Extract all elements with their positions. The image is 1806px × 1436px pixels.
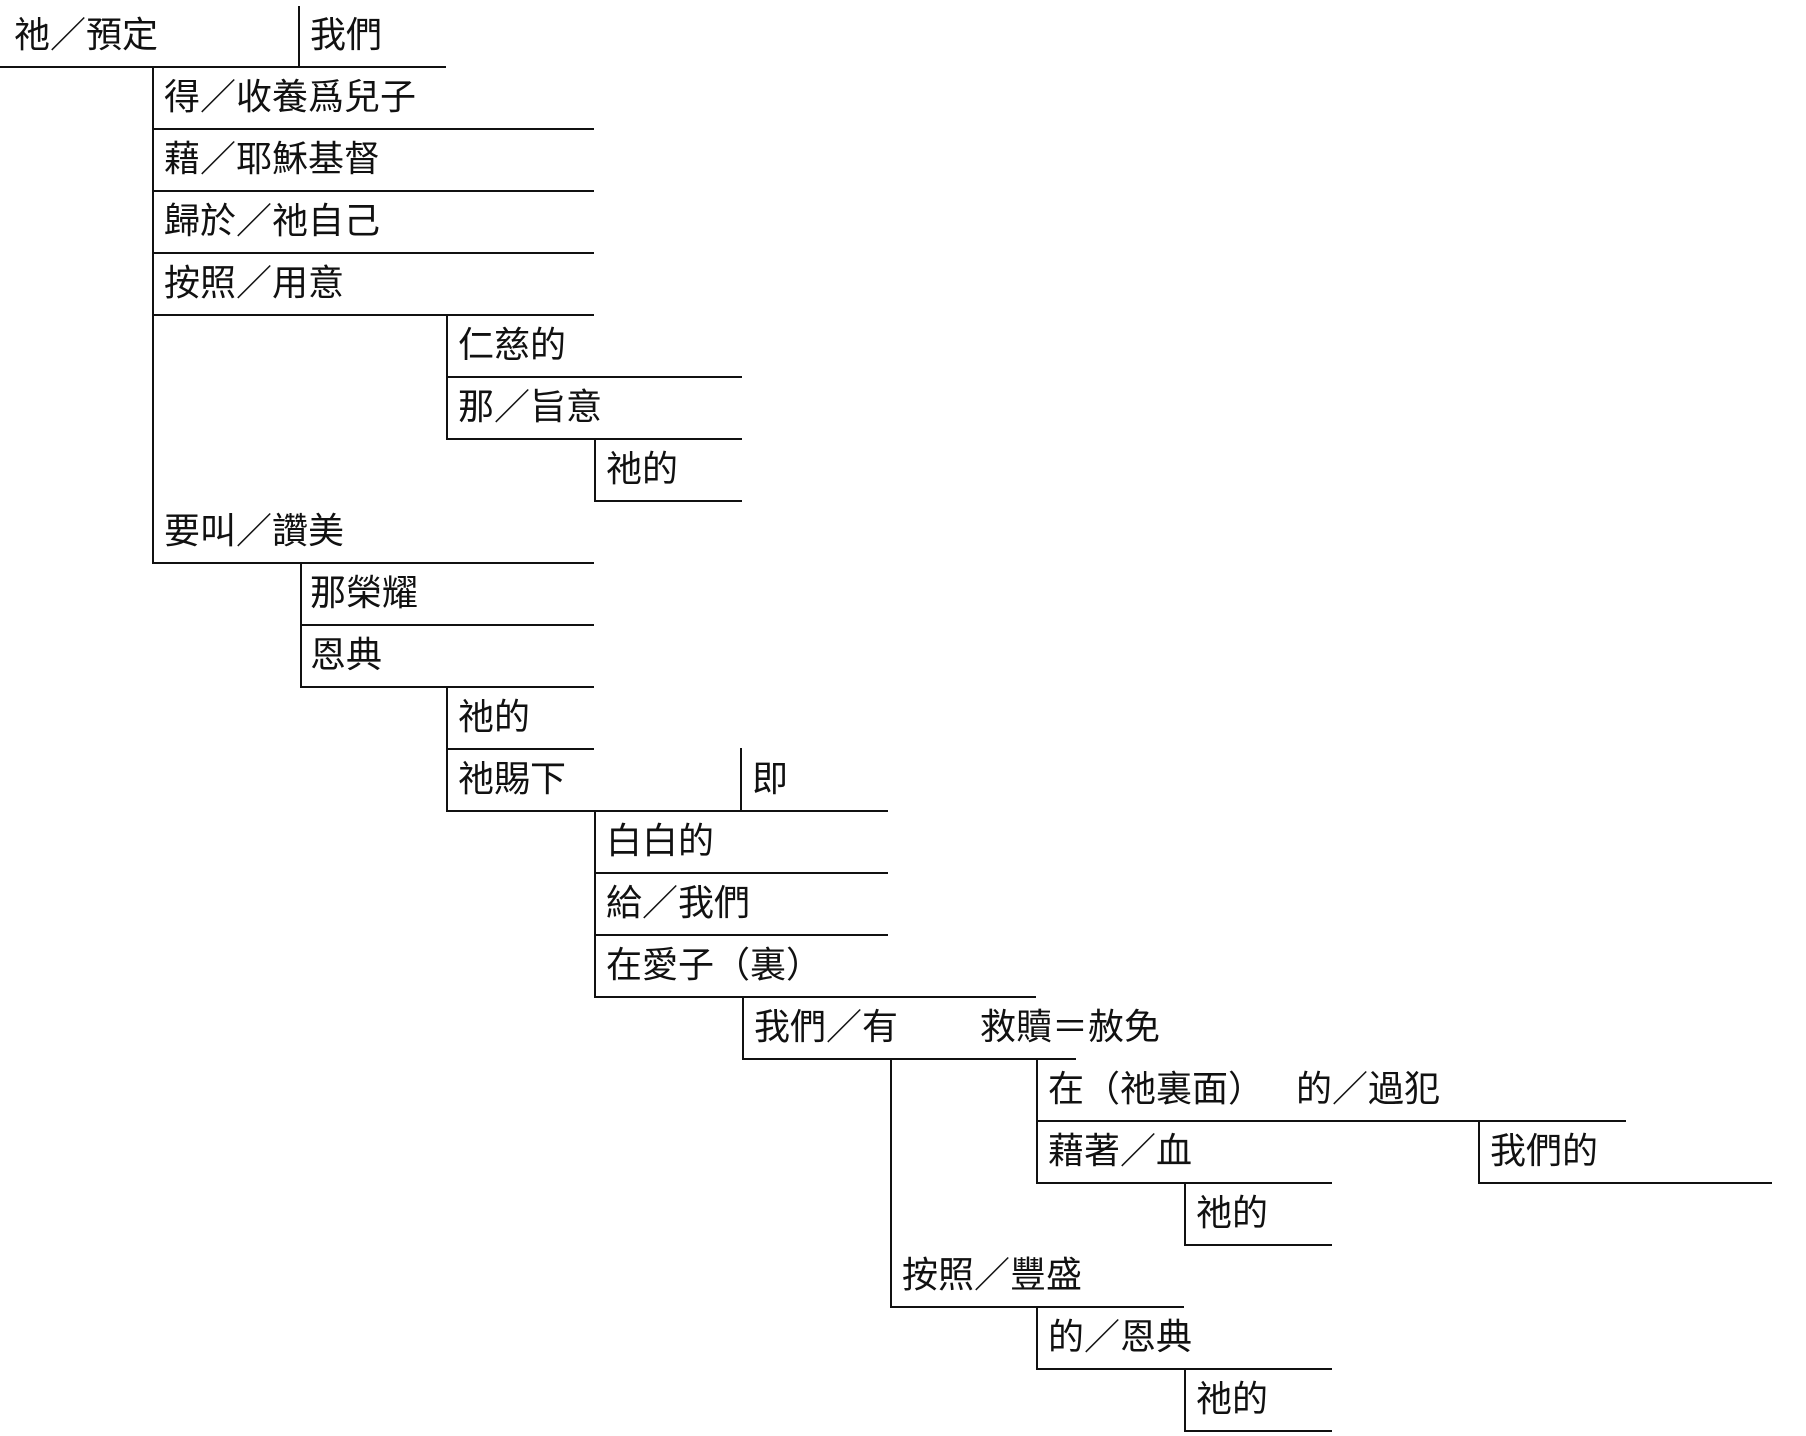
line-r1 <box>152 128 594 130</box>
connector-trespasses <box>1478 1120 1480 1182</box>
label-according-to-riches: 按照／豐盛 <box>902 1255 1083 1296</box>
label-to-the-praise: 要叫／讚美 <box>164 511 345 552</box>
connector-will <box>594 438 596 500</box>
connector-redemption <box>1036 1058 1038 1182</box>
label-grace-1: 恩典 <box>310 635 383 676</box>
connector-we-have <box>890 1058 892 1306</box>
line-r12 <box>446 810 888 812</box>
label-in-him: 在（祂裏面） <box>1048 1069 1265 1110</box>
connector-praise <box>300 562 302 686</box>
label-that-glory: 那榮耀 <box>310 573 419 614</box>
label-through-blood: 藉著／血 <box>1048 1131 1193 1172</box>
label-his-1: 祂的 <box>606 449 679 490</box>
connector-beloved <box>742 996 744 1058</box>
label-namely: 即 <box>752 759 789 800</box>
line-r15 <box>594 996 1036 998</box>
line-r19 <box>1184 1244 1332 1246</box>
label-his-3: 祂的 <box>1196 1193 1269 1234</box>
label-his-2: 祂的 <box>458 697 531 738</box>
line-r3 <box>152 252 594 254</box>
line-r9 <box>300 624 594 626</box>
label-his-4: 祂的 <box>1196 1379 1269 1420</box>
connector-main <box>152 66 154 562</box>
label-according-to-purpose: 按照／用意 <box>164 263 345 304</box>
line-r2 <box>152 190 594 192</box>
line-r4 <box>152 314 594 316</box>
connector-purpose <box>446 314 448 438</box>
line-r11 <box>446 748 594 750</box>
line-r22 <box>1184 1430 1332 1432</box>
label-in-the-beloved: 在愛子（裏） <box>606 945 823 986</box>
label-on-us: 給／我們 <box>606 883 751 924</box>
connector-blood <box>1184 1182 1186 1244</box>
line-r8 <box>152 562 594 564</box>
label-us: 我們 <box>310 15 383 56</box>
line-r13 <box>594 872 888 874</box>
label-kind: 仁慈的 <box>458 325 567 366</box>
baseline-main <box>0 66 446 68</box>
label-of-grace: 的／恩典 <box>1048 1317 1193 1358</box>
line-r18b <box>1478 1182 1772 1184</box>
connector-riches <box>1036 1306 1038 1368</box>
label-to-himself: 歸於／祂自己 <box>164 201 381 242</box>
connector-grace <box>446 686 448 810</box>
label-we-have: 我們／有 <box>754 1007 899 1048</box>
label-freely: 白白的 <box>606 821 715 862</box>
line-r17 <box>1036 1120 1626 1122</box>
line-r7 <box>594 500 742 502</box>
label-redemption-forgiveness: 救贖＝赦免 <box>980 1007 1161 1048</box>
divider-verb-object <box>298 6 300 66</box>
label-our: 我們的 <box>1490 1131 1599 1172</box>
line-r14 <box>594 934 888 936</box>
label-that-will: 那／旨意 <box>458 387 603 428</box>
line-r16 <box>742 1058 1076 1060</box>
line-r5 <box>446 376 742 378</box>
label-of-trespasses: 的／過犯 <box>1296 1069 1441 1110</box>
divider-namely <box>740 748 742 810</box>
label-he-bestowed: 祂賜下 <box>458 759 567 800</box>
label-through-jesus-christ: 藉／耶穌基督 <box>164 139 381 180</box>
connector-grace-2 <box>1184 1368 1186 1430</box>
label-he-predestined: 祂／預定 <box>14 15 159 56</box>
label-adoption-as-sons: 得／收養爲兒子 <box>164 77 417 118</box>
connector-bestowed <box>594 810 596 996</box>
